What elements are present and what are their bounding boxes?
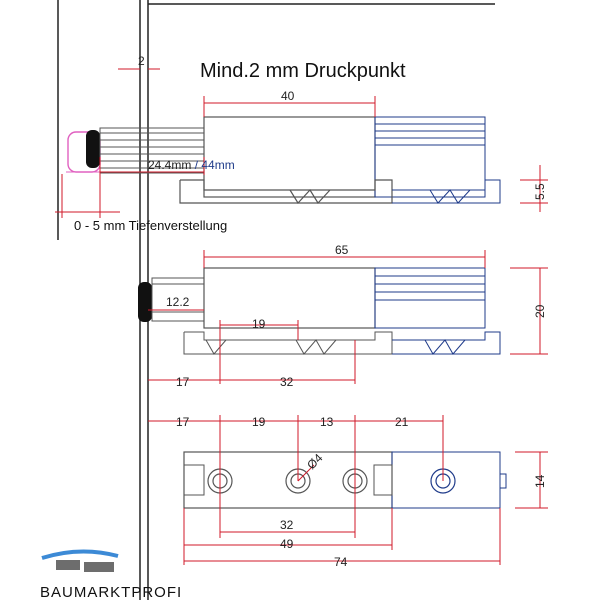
dim-wall-17-label: 17	[176, 375, 190, 389]
dim-bottom-49: 49	[280, 537, 294, 551]
dim-wall-and-span	[148, 340, 356, 384]
dim-side-gap-label: 2	[138, 54, 145, 68]
headline: Mind.2 mm Druckpunkt	[200, 60, 406, 82]
dim-push-length	[203, 96, 376, 117]
dim-height-small	[520, 165, 548, 212]
middle-device	[138, 267, 501, 355]
dim-depth	[55, 174, 120, 218]
dim-total-length	[203, 250, 486, 268]
dim-stroke-blue: 44mm	[201, 158, 234, 172]
dim-total-length-label: 65	[335, 243, 349, 257]
dim-stroke-label: 24.4mm / 44mm	[148, 158, 235, 172]
dim-diameter: Ø4	[304, 451, 325, 472]
dim-bottom-19: 19	[252, 415, 266, 429]
depth-adjustment-label: 0 - 5 mm Tiefenverstellung	[74, 218, 227, 233]
dim-bottom-top-chain	[148, 415, 444, 538]
dim-width-label: 14	[533, 474, 547, 488]
dim-bottom-13: 13	[320, 415, 334, 429]
dim-bottom-17: 17	[176, 415, 190, 429]
dim-bottom-21: 21	[395, 415, 409, 429]
brand-logo-text: BAUMARKTPROFI	[40, 584, 182, 600]
dim-stroke	[99, 157, 205, 175]
bottom-device	[183, 451, 507, 509]
bottom-gray-base	[183, 451, 393, 509]
bottom-blue-base	[391, 451, 501, 509]
middle-tip-black	[138, 282, 152, 322]
dim-protrusion-label: 12.2	[166, 295, 190, 309]
dim-hole-offset	[219, 320, 299, 384]
dim-height-label: 20	[533, 304, 547, 318]
dim-height-small-label: 5.5	[533, 183, 547, 200]
dim-hole-offset-label: 19	[252, 317, 266, 331]
dim-stroke-black: 24.4mm	[148, 158, 191, 172]
dim-height	[510, 267, 548, 355]
dim-stroke-slash: /	[191, 158, 201, 172]
pusher-tip-black	[86, 130, 100, 168]
dim-bottom-74: 74	[334, 555, 348, 569]
dim-width	[515, 451, 548, 509]
brand-logo: BAUMARKTPROFI	[40, 549, 182, 600]
dim-hole-span-label: 32	[280, 375, 294, 389]
top-device	[66, 116, 501, 204]
dim-push-length-label: 40	[281, 89, 295, 103]
dim-bottom-lower-chain	[183, 508, 501, 565]
dim-bottom-32: 32	[280, 518, 294, 532]
